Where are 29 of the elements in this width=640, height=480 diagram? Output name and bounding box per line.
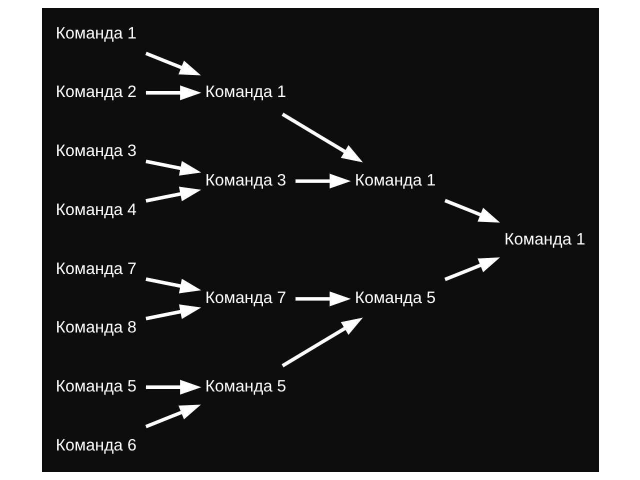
arrow: [281, 112, 362, 162]
node-text: Команда 5: [354, 289, 436, 308]
arrow: [145, 380, 201, 395]
node-text: Команда 1: [354, 171, 436, 190]
node-text: Команда 3: [204, 171, 286, 190]
arrow: [444, 257, 500, 282]
node-text: Команда 8: [55, 318, 136, 337]
node-text: Команда 4: [55, 200, 136, 219]
node-text: Команда 1: [55, 24, 136, 42]
arrow: [144, 52, 200, 76]
node-text: Команда 3: [55, 142, 136, 160]
arrow: [281, 318, 362, 368]
arrow: [145, 186, 201, 203]
arrow: [295, 291, 350, 306]
arrow: [144, 404, 200, 428]
arrow: [145, 277, 201, 294]
node-text: Команда 1: [204, 83, 286, 102]
arrow: [444, 198, 500, 223]
node-text: Команда 2: [55, 83, 136, 102]
node-text: Команда 7: [55, 260, 136, 278]
node-text: Команда 5: [55, 378, 136, 396]
node-text: Команда 6: [55, 436, 136, 454]
node-text: Команда 7: [204, 289, 286, 308]
node-text: Команда 5: [204, 378, 286, 396]
node-text: Команда 1: [504, 230, 585, 248]
arrow: [145, 160, 201, 176]
arrow: [145, 85, 201, 100]
arrow: [295, 174, 350, 189]
arrow: [145, 304, 201, 320]
